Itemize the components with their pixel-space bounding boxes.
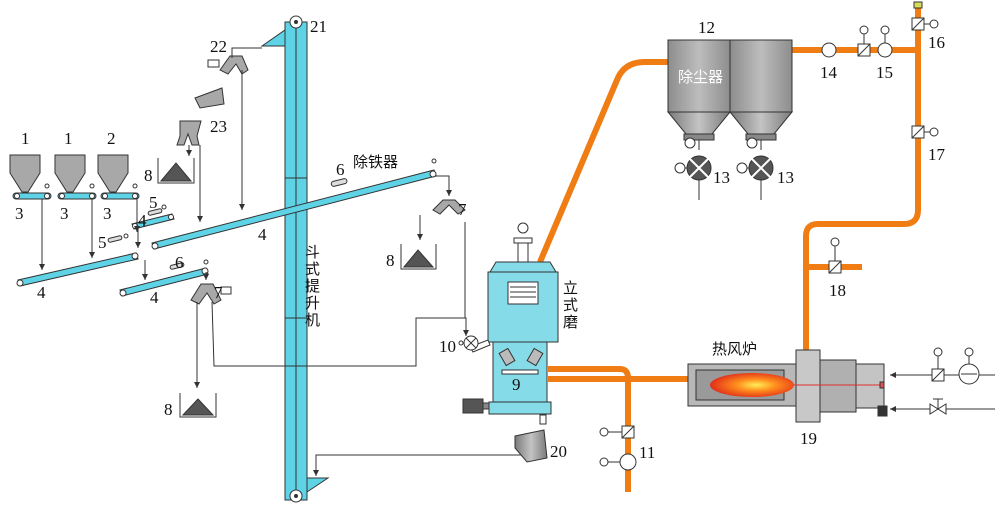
conveyor-short — [119, 267, 209, 297]
burner-flame — [710, 373, 794, 397]
magnetic-separators — [107, 158, 437, 270]
label-22: 22 — [210, 37, 227, 56]
label-23: 23 — [210, 117, 227, 136]
hot-air-furnace — [687, 349, 888, 423]
label-4c: 4 — [258, 225, 267, 244]
dust-collector — [666, 39, 794, 150]
label-6b: 6 — [175, 253, 184, 272]
fan-15 — [877, 42, 893, 58]
pipe-mill-side-loop — [548, 366, 631, 492]
rotary-feeder-10 — [458, 335, 479, 351]
label-1a: 1 — [21, 129, 30, 148]
label-20: 20 — [550, 442, 567, 461]
pipe-fan-to-furnace — [803, 50, 921, 350]
label-5a: 5 — [98, 233, 107, 252]
label-14: 14 — [820, 63, 838, 82]
label-3a: 3 — [15, 204, 24, 223]
label-13a: 13 — [713, 168, 730, 187]
feed-hoppers — [9, 154, 129, 193]
material-flow-lines — [39, 47, 530, 476]
label-19: 19 — [800, 429, 817, 448]
label-vertical-mill: 立式磨 — [561, 280, 579, 331]
fan-11 — [619, 453, 637, 471]
screen-23-body — [194, 87, 225, 109]
label-7b: 7 — [214, 283, 223, 302]
vertical-roller-mill — [462, 222, 559, 425]
label-4d: 4 — [138, 211, 147, 230]
hopper-1a — [9, 154, 41, 193]
label-iron-remover: 除铁器 — [353, 153, 398, 171]
conveyor-lower-left — [17, 252, 139, 287]
reject-bins — [157, 158, 437, 418]
label-7a: 7 — [458, 200, 467, 219]
flowmeter-14 — [821, 42, 837, 58]
label-6a: 6 — [336, 160, 345, 179]
label-bucket-elevator: 斗式提升机 — [303, 244, 321, 329]
pipe-dust-collector-to-fans — [790, 8, 921, 53]
label-18: 18 — [829, 281, 846, 300]
label-1b: 1 — [64, 129, 73, 148]
diverter-chutes — [176, 55, 466, 305]
pipe-mill-to-dust-collector — [537, 59, 668, 264]
label-13b: 13 — [777, 168, 794, 187]
label-8a: 8 — [144, 166, 153, 185]
label-21: 21 — [310, 17, 327, 36]
label-hot-air-furnace: 热风炉 — [712, 340, 757, 358]
label-4b: 4 — [150, 288, 159, 307]
label-9: 9 — [512, 375, 521, 394]
equipment-labels: 1 1 2 3 3 3 4 4 4 4 5 5 6 6 7 7 8 8 8 9 … — [15, 17, 946, 462]
rotary-airlocks — [674, 155, 774, 200]
label-11: 11 — [639, 443, 655, 462]
belt-conveyors — [16, 169, 437, 297]
label-17: 17 — [928, 145, 946, 164]
hopper-2 — [97, 154, 129, 193]
bucket-elevator — [260, 15, 330, 503]
belt-feeders — [12, 183, 140, 200]
product-collector-20 — [514, 429, 548, 463]
label-5b: 5 — [149, 193, 158, 212]
pipe-instruments — [599, 1, 939, 471]
splitter-22 — [219, 55, 249, 75]
label-16: 16 — [928, 33, 945, 52]
mill-separator-head — [489, 261, 557, 273]
screen-23-hopper — [176, 120, 202, 146]
label-10: 10 — [439, 337, 456, 356]
burner-supply — [890, 347, 995, 415]
label-15: 15 — [876, 63, 893, 82]
label-3b: 3 — [60, 204, 69, 223]
label-4a: 4 — [37, 283, 46, 302]
chute-7-upper — [432, 199, 466, 215]
label-8b: 8 — [386, 251, 395, 270]
label-2: 2 — [107, 129, 116, 148]
label-12: 12 — [698, 18, 715, 37]
label-3c: 3 — [103, 204, 112, 223]
label-8c: 8 — [164, 400, 173, 419]
chute-7-lower — [190, 283, 222, 305]
label-dust-collector: 除尘器 — [678, 68, 723, 86]
hopper-1b — [54, 154, 86, 193]
